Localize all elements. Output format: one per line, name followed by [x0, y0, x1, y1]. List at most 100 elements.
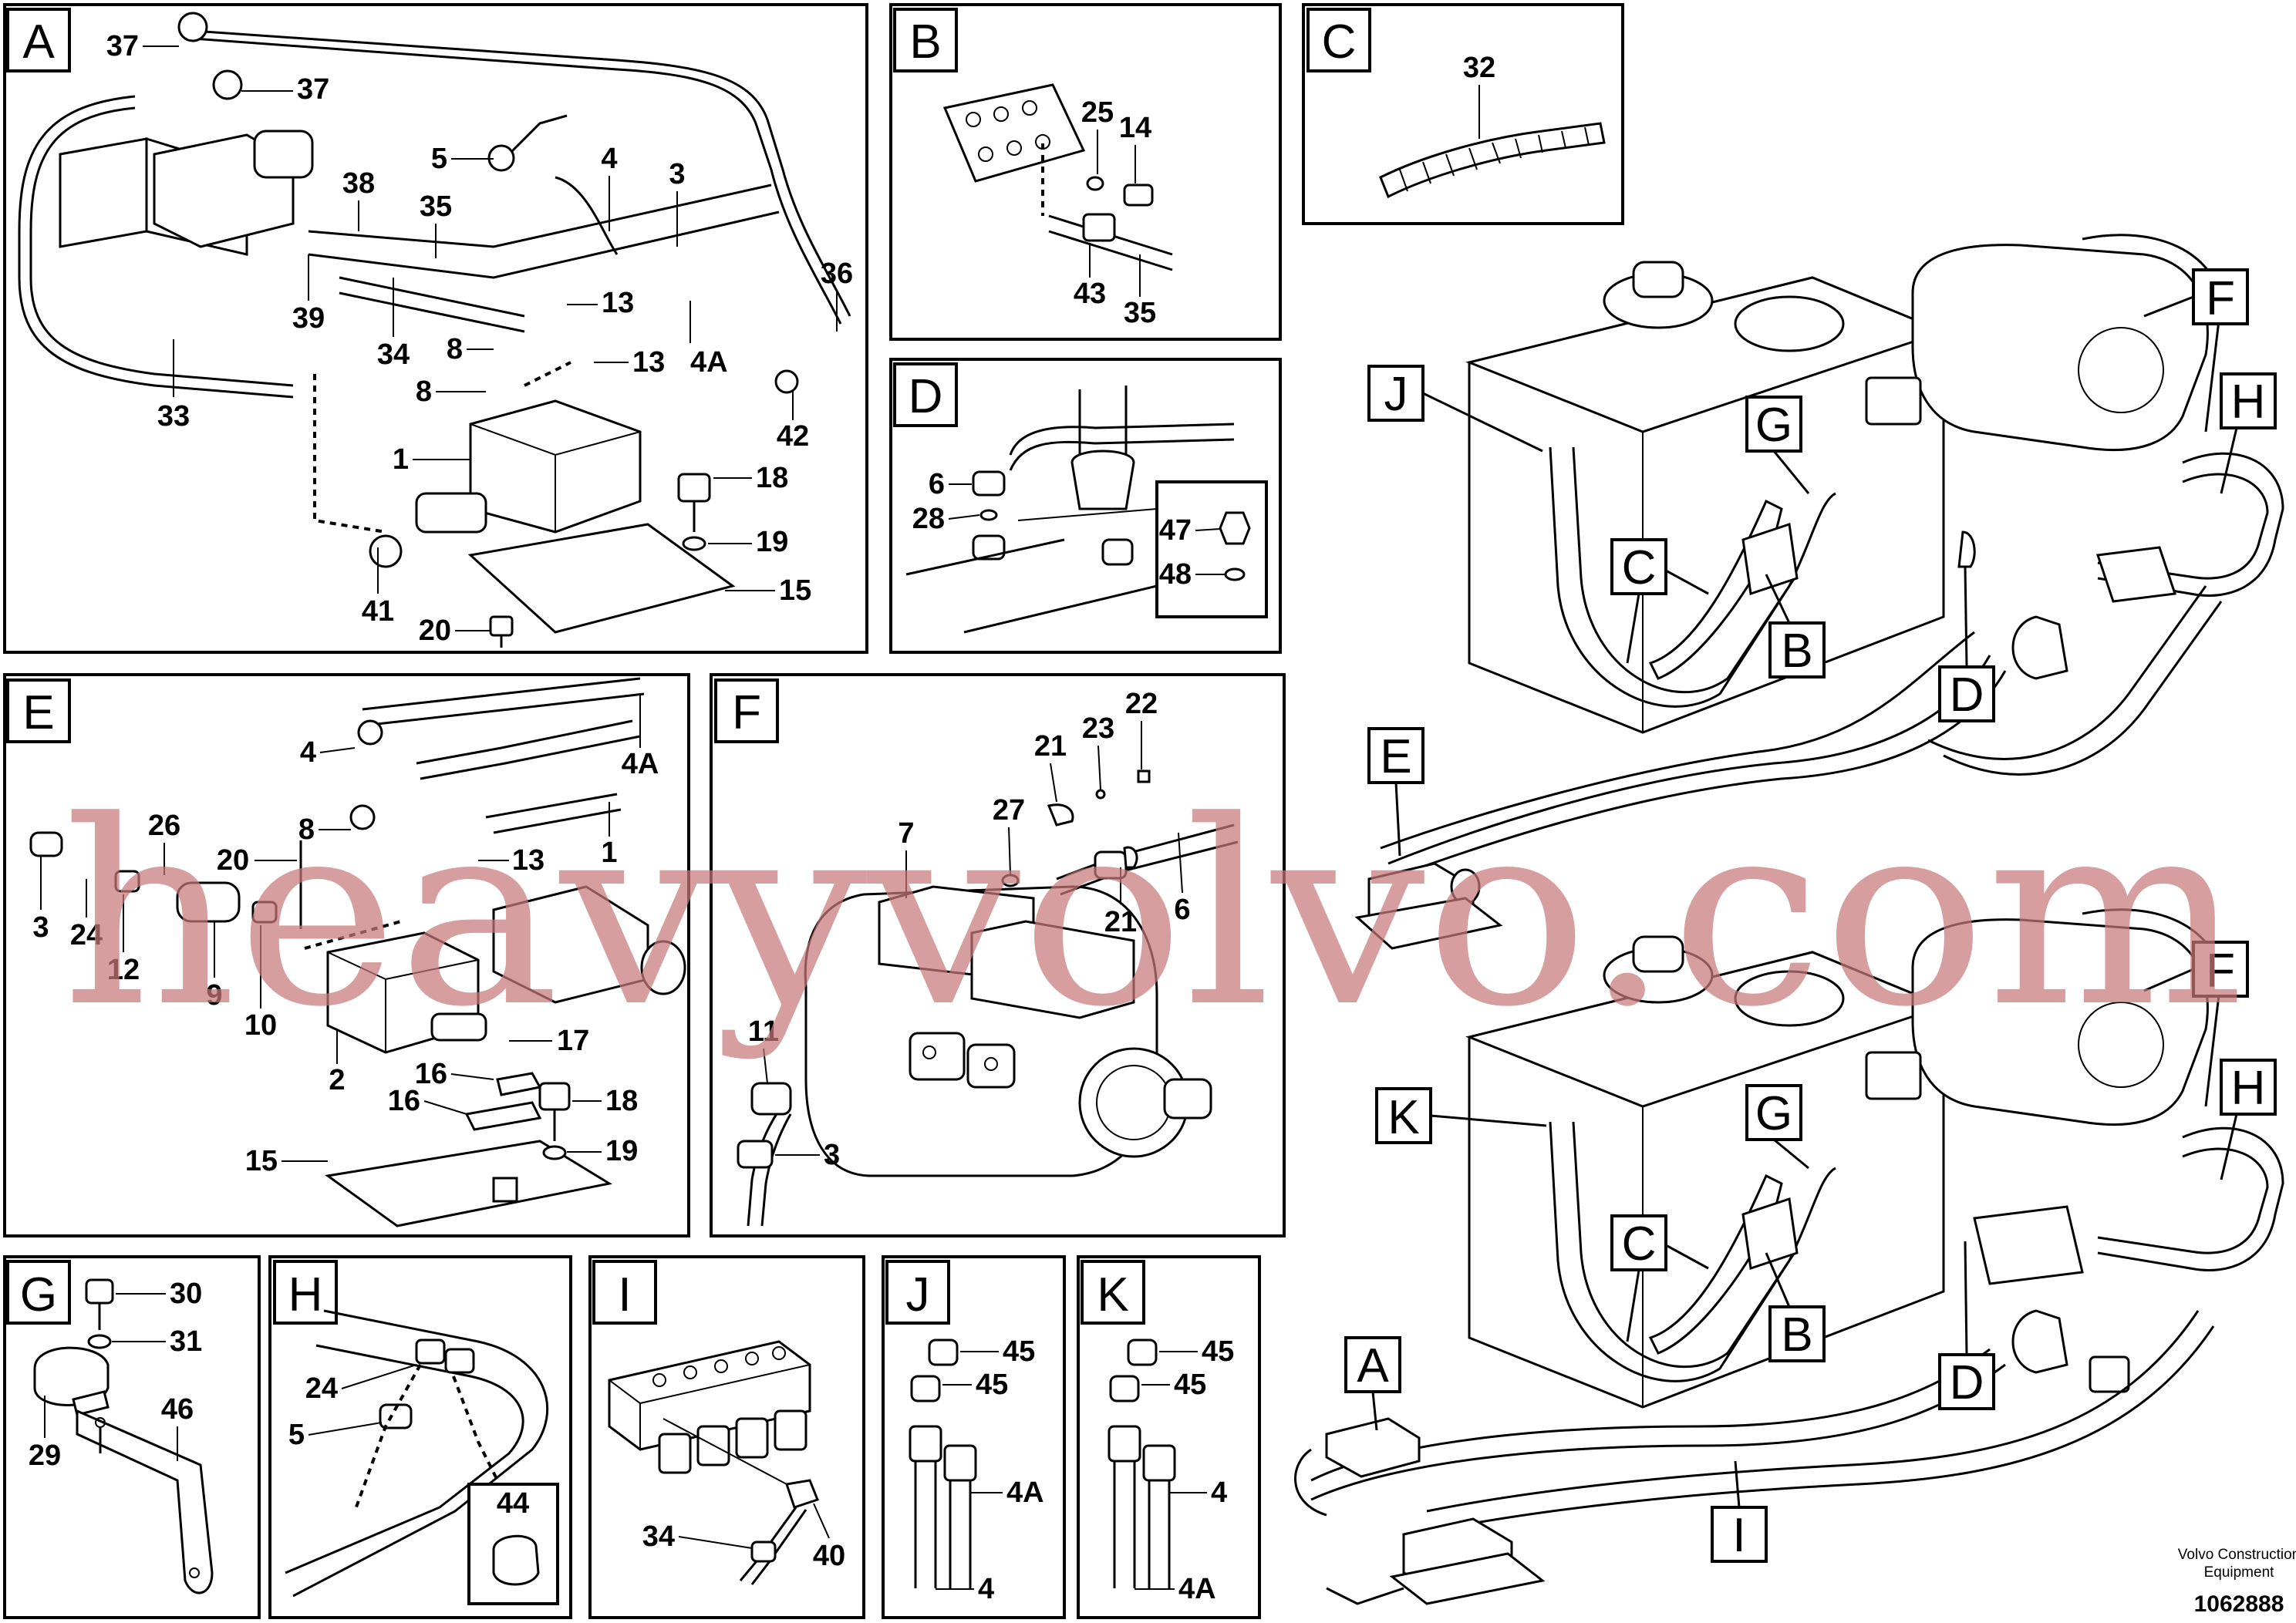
panel-h-drawing [285, 1309, 559, 1605]
panel-i: I 34 40 [588, 1255, 865, 1619]
callout: 23 [1082, 712, 1114, 745]
key-box [1768, 1305, 1826, 1362]
callout: 3 [669, 158, 685, 190]
panel-a-frame [3, 3, 868, 654]
panel-e: E 4 [3, 673, 690, 1237]
panel-d-letter-box [893, 362, 958, 427]
callout: 1 [393, 443, 409, 476]
key-box [1938, 665, 1995, 722]
panel-j-drawing [909, 1338, 977, 1588]
key-box [2192, 941, 2249, 998]
panel-d-letter: D [909, 370, 943, 423]
key-box [2192, 268, 2249, 325]
panel-e-callouts: 4 4A 8 26 20 13 1 3 24 12 9 10 17 [32, 694, 659, 1177]
callout: 29 [29, 1439, 61, 1472]
callout: 25 [1081, 96, 1114, 129]
callout: 46 [161, 1393, 194, 1426]
callout: 15 [779, 574, 811, 607]
overview-keys: F J G H C B D E F K G H [1344, 268, 2277, 1563]
key-box [1745, 1084, 1802, 1141]
callout: 4A [1006, 1477, 1044, 1509]
callout: 34 [377, 338, 410, 371]
callout: 27 [993, 794, 1025, 827]
callout: 19 [605, 1135, 638, 1167]
callout: 12 [107, 954, 140, 986]
drawing-number: 1062888 [2194, 1591, 2284, 1617]
callout: 45 [1174, 1369, 1206, 1401]
callout: 3 [32, 911, 49, 944]
key-letter-d: D [1950, 1356, 1984, 1409]
callout: 14 [1119, 112, 1151, 144]
callout: 5 [431, 143, 447, 175]
panel-f-letter: F [732, 686, 761, 739]
callout: 33 [157, 400, 190, 433]
panel-i-letter: I [618, 1268, 631, 1322]
callout: 41 [362, 595, 394, 628]
callout: 39 [292, 302, 325, 335]
key-box [1938, 1353, 1995, 1410]
callout: 45 [1202, 1335, 1234, 1368]
key-box [1375, 1087, 1432, 1144]
callout: 2 [329, 1064, 345, 1096]
panel-h-callouts: 24 5 44 [288, 1364, 529, 1520]
callout: 30 [170, 1278, 202, 1310]
key-letter-c: C [1622, 541, 1657, 594]
panel-j: J 45 45 4A 4 [882, 1255, 1066, 1619]
callout: 40 [813, 1540, 845, 1572]
callout: 8 [447, 333, 463, 365]
panel-a-letter-box [6, 8, 71, 72]
key-letter-j: J [1384, 368, 1408, 421]
panel-g-letter-box [6, 1260, 71, 1325]
panel-i-drawing [608, 1340, 819, 1585]
callout: 19 [756, 526, 788, 558]
callout: 35 [1124, 297, 1156, 329]
company-name: Volvo Construction [2178, 1547, 2296, 1563]
callout: 1 [601, 837, 617, 869]
watermark: heavyvolvo.com [62, 766, 2244, 1062]
callout: 26 [148, 810, 180, 842]
panel-f-callouts: 22 21 23 27 7 21 6 11 3 [748, 688, 1191, 1171]
key-letter-a: A [1357, 1339, 1389, 1392]
callout: 4A [690, 346, 728, 379]
key-letter-e: E [1380, 730, 1411, 783]
key-letter-b: B [1781, 625, 1812, 678]
key-box [1367, 365, 1424, 422]
panel-k-letter: K [1097, 1268, 1128, 1322]
key-letter-g: G [1755, 1087, 1792, 1140]
callout: 11 [748, 1015, 779, 1048]
callout: 43 [1074, 278, 1106, 310]
callout: 35 [420, 190, 452, 223]
panel-h: H 24 5 44 [268, 1255, 572, 1619]
callout: 20 [419, 615, 451, 647]
key-letter-f: F [2206, 272, 2235, 325]
callout: 18 [605, 1085, 638, 1117]
callout: 38 [342, 167, 375, 200]
callout: 37 [297, 73, 329, 106]
callout: 37 [106, 30, 139, 62]
callout: 13 [632, 346, 665, 379]
callout: 15 [245, 1145, 278, 1177]
callout: 5 [288, 1419, 305, 1451]
panel-c-letter: C [1322, 15, 1357, 69]
panel-k-drawing [1108, 1338, 1176, 1588]
panel-h-letter: H [288, 1268, 323, 1322]
callout: 44 [497, 1487, 529, 1520]
callout: 21 [1034, 730, 1067, 763]
company-suffix: Equipment [2204, 1564, 2275, 1581]
callout: 22 [1125, 688, 1158, 720]
callout: 10 [244, 1009, 277, 1042]
panel-b-letter-box [893, 8, 958, 72]
panel-f: F 22 [710, 673, 1286, 1237]
callout: 13 [512, 844, 544, 877]
callout: 24 [305, 1372, 338, 1405]
key-letter-b: B [1781, 1308, 1812, 1362]
panel-k-letter-box [1081, 1260, 1145, 1325]
callout: 4 [601, 143, 617, 175]
panel-f-letter-box [714, 678, 779, 743]
callout: 4A [1178, 1573, 1216, 1605]
panel-d: D 6 28 47 48 [889, 358, 1282, 654]
panel-a-letter: A [22, 15, 55, 69]
callout: 45 [976, 1369, 1008, 1401]
panel-d-callouts: 6 28 47 48 [912, 468, 1225, 591]
panel-k: K 45 45 4 4A [1077, 1255, 1261, 1619]
